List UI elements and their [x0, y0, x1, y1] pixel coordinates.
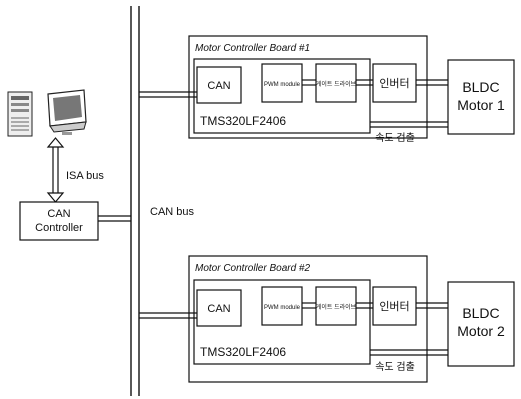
motor-2-label-2: Motor 2 [457, 323, 505, 339]
can-bus [131, 6, 139, 396]
can-bus-label: CAN bus [150, 206, 195, 218]
motor-2-label-1: BLDC [462, 305, 499, 321]
can-module-label: CAN [207, 80, 230, 92]
motor-controller-board-2: Motor Controller Board #2 TMS320LF2406 C… [139, 256, 448, 382]
gate-drive-label: 게이트 드라이브 [316, 303, 357, 311]
motor-controller-board-1: Motor Controller Board #1 TMS320LF2406 C… [139, 36, 448, 144]
board-title: Motor Controller Board #2 [195, 263, 310, 274]
speed-detect-label: 속도 검출 [375, 132, 415, 144]
can-controller-label-2: Controller [35, 222, 83, 234]
pwm-module-label: PWM module [264, 305, 301, 311]
pwm-module-label: PWM module [264, 82, 301, 88]
gate-drive-label: 게이트 드라이브 [316, 80, 357, 88]
dsp-label: TMS320LF2406 [200, 114, 286, 128]
motor-1-label-1: BLDC [462, 79, 499, 95]
dsp-label: TMS320LF2406 [200, 345, 286, 359]
can-module-label: CAN [207, 303, 230, 315]
isa-bus-arrow [48, 138, 63, 202]
board-title: Motor Controller Board #1 [195, 43, 310, 54]
isa-bus-label: ISA bus [66, 170, 104, 182]
controller-bus-link [98, 216, 131, 221]
inverter-label: 인버터 [379, 300, 409, 313]
motor-1-label-2: Motor 1 [457, 97, 505, 113]
can-controller-label-1: CAN [47, 208, 70, 220]
inverter-label: 인버터 [379, 77, 409, 90]
computer-icon [8, 90, 86, 136]
speed-detect-label: 속도 검출 [375, 361, 415, 373]
